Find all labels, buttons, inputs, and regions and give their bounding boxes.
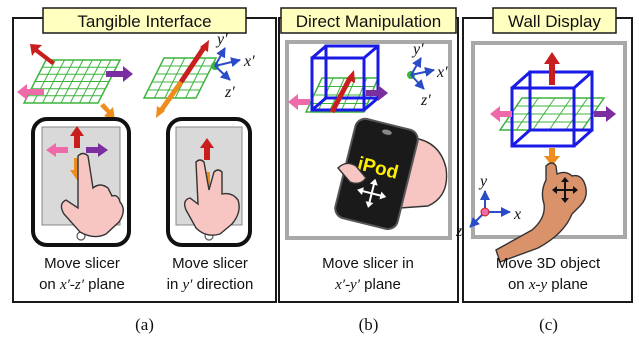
caption-a2-line1: Move slicer — [172, 255, 248, 272]
arrow-red-diagonal-icon — [178, 44, 208, 84]
axes-primed-a — [211, 47, 241, 81]
arrow-up-icon — [70, 126, 84, 148]
cube-icon — [310, 44, 380, 112]
arrow-purple-icon — [366, 85, 388, 101]
axis-label-y: y — [478, 173, 488, 190]
panel-b-label: (b) — [359, 315, 379, 334]
arrow-orange-icon — [100, 103, 115, 120]
axes-world — [469, 190, 511, 228]
caption-c-line2: on x-y plane — [508, 276, 588, 293]
move-cross-icon — [357, 178, 387, 208]
panel-b: Direct Manipulation — [278, 7, 459, 334]
slicer-plane-a-left — [22, 59, 122, 104]
hand-two-finger-icon — [183, 159, 240, 236]
panel-b-title: Direct Manipulation — [296, 12, 442, 31]
arrow-up-icon — [544, 52, 560, 85]
axis-label-y: y′ — [411, 41, 424, 58]
panel-a-title-box — [42, 7, 247, 34]
arrow-red-diagonal-icon — [329, 76, 353, 114]
axes-primed-b — [407, 57, 435, 90]
arrow-red-icon — [30, 44, 55, 65]
panel-c-title: Wall Display — [508, 12, 601, 31]
panel-b-title-box — [280, 7, 457, 34]
panel-c-title-box — [492, 7, 617, 34]
arrow-left-icon — [46, 143, 68, 157]
caption-a2-line2: in y′ direction — [167, 276, 254, 293]
arrow-red-diagonal-head-icon — [346, 70, 355, 83]
arrow-orange-diagonal-icon — [157, 80, 184, 114]
caption-b-line1: Move slicer in — [322, 255, 414, 272]
arrow-orange-diagonal-head-icon — [156, 106, 165, 118]
axis-label-z: z′ — [224, 84, 235, 101]
move-cross-icon — [552, 177, 578, 203]
arrow-pink-icon — [490, 106, 512, 122]
arrow-down-icon — [544, 148, 560, 166]
axis-label-x: x′ — [436, 64, 448, 81]
cube-icon — [510, 70, 594, 148]
arrow-purple-icon — [106, 66, 133, 82]
thumb-icon — [337, 162, 367, 185]
arrow-pink-icon — [288, 94, 310, 110]
axis-label-z: z′ — [420, 92, 431, 109]
panel-a-label: (a) — [135, 315, 154, 334]
arrow-up-icon — [200, 138, 214, 160]
panel-a: Tangible Interface — [12, 7, 277, 334]
panel-c-label: (c) — [539, 315, 558, 334]
axis-label-x: x′ — [243, 53, 255, 70]
panel-c: Wall Display — [455, 7, 633, 334]
hand-one-finger-icon — [60, 152, 124, 238]
axis-label-z: z — [455, 223, 463, 240]
arrow-purple-icon — [594, 106, 616, 122]
arrow-red-diagonal-head-icon — [200, 40, 209, 52]
axis-label-x: x — [513, 206, 521, 223]
caption-c-line1: Move 3D object — [496, 255, 601, 272]
arm-gesture-icon — [495, 162, 587, 263]
axis-label-y: y′ — [215, 31, 228, 48]
arrow-right-icon — [86, 143, 108, 157]
caption-b-line2: x′-y′ plane — [334, 276, 401, 293]
caption-a1-line1: Move slicer — [44, 255, 120, 272]
arrow-pink-icon — [17, 84, 44, 100]
caption-a1-line2: on x′-z′ plane — [39, 276, 125, 293]
panel-a-title: Tangible Interface — [77, 12, 211, 31]
